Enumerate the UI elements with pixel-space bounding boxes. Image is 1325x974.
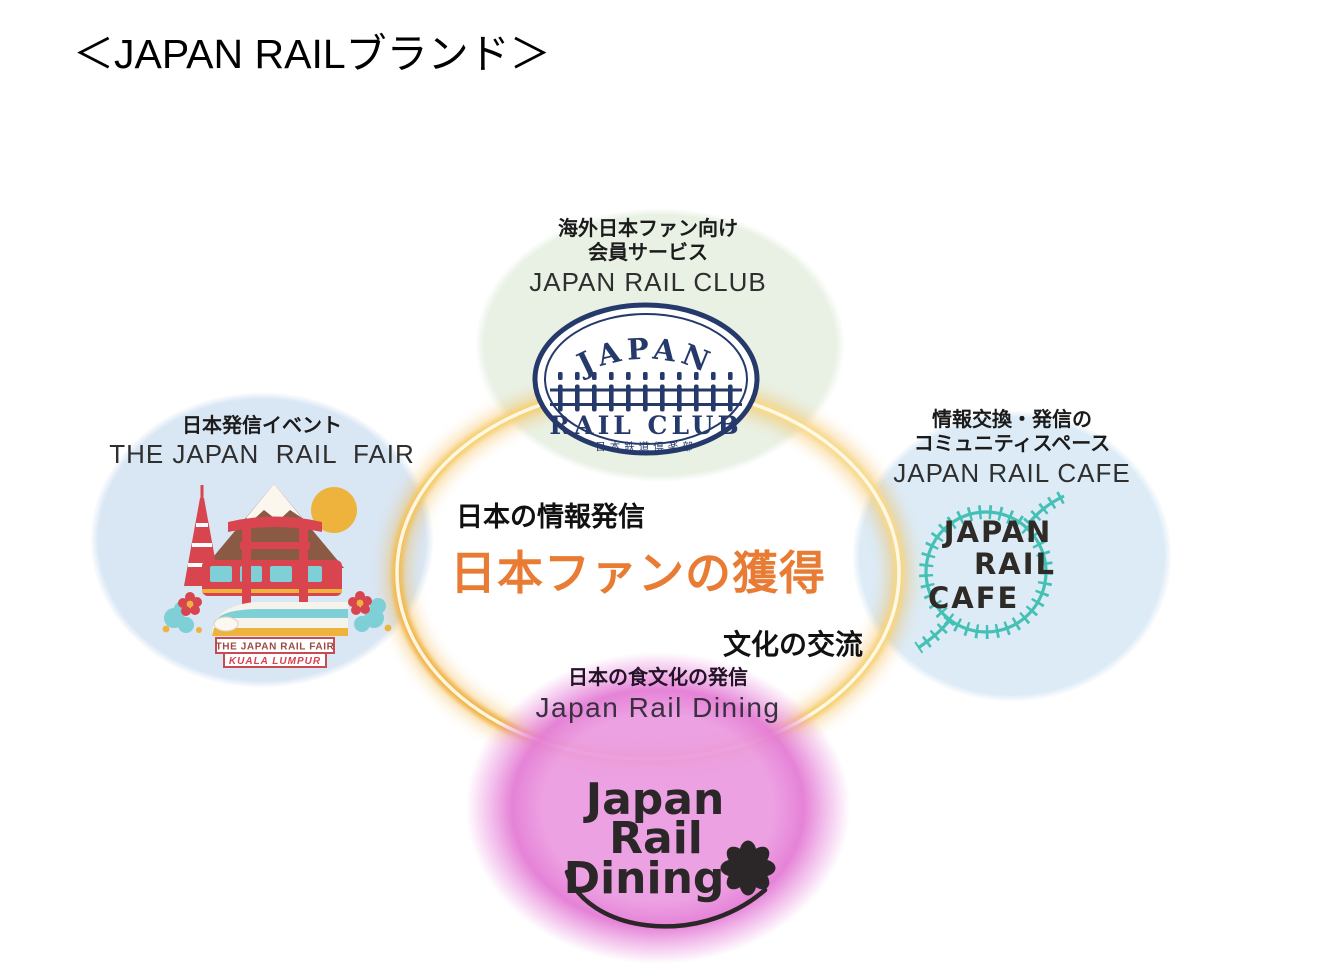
- cafe-category-line2: コミュニティスペース: [913, 433, 1111, 456]
- club-name-label: JAPAN RAIL CLUB: [529, 266, 767, 297]
- center-main-label: 日本ファンの獲得: [450, 547, 826, 599]
- dining-flower-icon: [720, 840, 776, 896]
- dining-category-label: 日本の食文化の発信: [568, 667, 748, 689]
- dining-caption: 日本の食文化の発信 Japan Rail Dining: [488, 666, 828, 725]
- flower-cluster-right-icon: [348, 591, 392, 632]
- fair-caption: 日本発信イベント THE JAPAN RAIL FAIR: [92, 414, 432, 470]
- dining-name-label: Japan Rail Dining: [535, 692, 781, 724]
- cafe-track-icon: [914, 490, 1067, 654]
- cafe-caption: 情報交換・発信の コミュニティスペース JAPAN RAIL CAFE: [857, 408, 1167, 489]
- club-caption: 海外日本ファン向け 会員サービス JAPAN RAIL CLUB: [478, 217, 818, 298]
- dining-logo-line3: Dining: [564, 853, 725, 904]
- dining-circle: [466, 652, 850, 964]
- fair-category-label: 日本発信イベント: [182, 415, 342, 437]
- rail-club-badge-icon: JAPAN RAIL CLUB 日本鉄道倶楽部: [532, 302, 760, 456]
- center-info-label: 日本の情報発信: [456, 502, 645, 532]
- cafe-logo-line3: CAFE: [928, 581, 1019, 615]
- cafe-name-label: JAPAN RAIL CAFE: [893, 457, 1131, 488]
- dining-swoosh-icon: [564, 869, 768, 929]
- shinkansen-icon: [211, 602, 348, 636]
- cafe-logo-line2: RAIL: [974, 547, 1056, 581]
- cafe-category-line1: 情報交換・発信の: [932, 409, 1092, 431]
- sun-icon: [311, 487, 357, 533]
- page-title: ＜JAPAN RAILブランド＞: [73, 31, 551, 77]
- badge-sub-text: 日本鉄道倶楽部: [595, 440, 697, 453]
- club-audience-label: 海外日本ファン向け: [558, 218, 738, 240]
- badge-bottom-text: RAIL CLUB: [549, 411, 742, 440]
- fair-banner-line1: THE JAPAN RAIL FAIR: [216, 642, 335, 653]
- torii-gate-icon: [228, 516, 322, 610]
- local-train-icon: [202, 560, 342, 596]
- cafe-logo-line1: JAPAN: [942, 515, 1053, 549]
- fair-illustration-icon: THE JAPAN RAIL FAIR KUALA LUMPUR: [162, 484, 392, 668]
- dining-logo-icon: Japan Rail Dining: [564, 774, 776, 929]
- fair-banner: THE JAPAN RAIL FAIR KUALA LUMPUR: [215, 637, 335, 668]
- rail-track-icon: [550, 372, 742, 412]
- center-exchange-label: 文化の交流: [723, 629, 864, 660]
- dining-logo-line1: Japan: [583, 774, 725, 825]
- dining-logo-line2: Rail: [609, 813, 703, 864]
- cafe-logo-icon: JAPAN RAIL CAFE: [914, 490, 1067, 654]
- fair-name-label: THE JAPAN RAIL FAIR: [109, 439, 415, 470]
- flower-cluster-left-icon: [162, 592, 202, 633]
- club-service-label: 会員サービス: [588, 242, 708, 265]
- fair-banner-line2: KUALA LUMPUR: [229, 656, 321, 667]
